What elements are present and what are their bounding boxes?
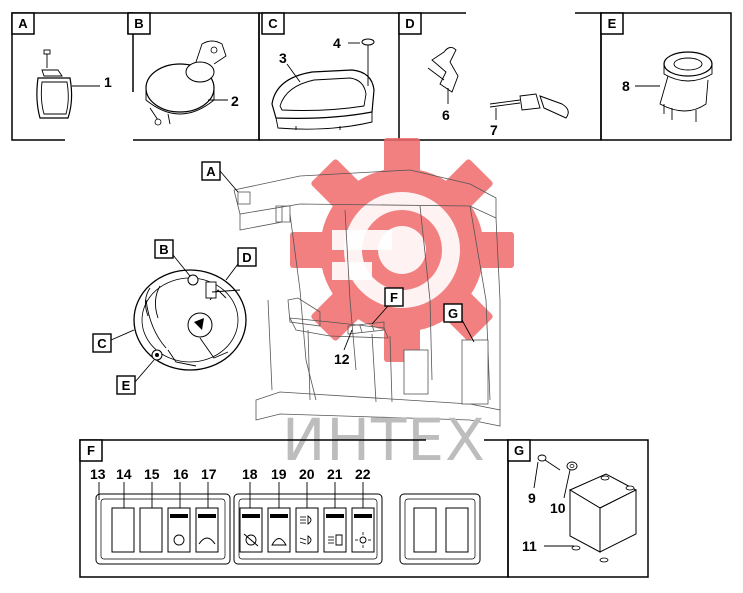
cab-marker-b: B (154, 239, 191, 277)
callout-15: 15 (144, 466, 160, 482)
panel-d-letter: D (405, 16, 414, 31)
svg-text:C: C (97, 336, 107, 351)
callout-6: 6 (442, 107, 450, 123)
callout-17: 17 (201, 466, 217, 482)
callout-18: 18 (242, 466, 258, 482)
panel-e-letter: E (608, 16, 617, 31)
callout-22: 22 (355, 466, 371, 482)
low-beam-icon (299, 535, 312, 545)
panel-a: A 1 (11, 12, 134, 141)
callout-7: 7 (490, 122, 498, 138)
svg-text:D: D (242, 250, 251, 265)
callout-20: 20 (299, 466, 315, 482)
watermark-gear-icon (290, 138, 514, 362)
bolt-icon (533, 454, 561, 489)
panel-b-letter: B (134, 16, 143, 31)
switch-21 (323, 507, 347, 553)
svg-text:F: F (390, 290, 398, 305)
callout-16: 16 (173, 466, 189, 482)
cab-marker-g: G (443, 303, 475, 343)
switch-14 (111, 507, 135, 553)
connector-clip-icon (427, 47, 459, 104)
control-unit-icon (544, 473, 638, 563)
steering-wheel-icon (133, 269, 247, 371)
panel-c-letter: C (268, 16, 278, 31)
socket-part-icon (635, 51, 713, 122)
cab-marker-a: A (201, 161, 239, 193)
ignition-switch-icon (145, 40, 228, 126)
callout-8: 8 (622, 78, 630, 94)
cab-marker-d: D (225, 247, 257, 281)
svg-text:G: G (448, 306, 458, 321)
callout-3: 3 (279, 50, 287, 66)
panel-f: F (79, 439, 509, 578)
callout-12: 12 (334, 351, 350, 367)
switch-22 (351, 507, 375, 553)
cab-marker-c: C (92, 329, 135, 353)
worklight-icon (328, 534, 343, 546)
switch-18 (239, 507, 263, 553)
mirror-part-icon (36, 49, 100, 119)
cab-marker-f: F (371, 287, 404, 325)
panel-g-letter: G (514, 443, 524, 458)
beacon-icon (355, 532, 371, 548)
panel-c: C 3 4 (258, 12, 400, 141)
switch-16 (167, 507, 191, 553)
callout-19: 19 (271, 466, 287, 482)
panel-a-letter: A (18, 16, 28, 31)
switch-19 (267, 507, 291, 553)
panel-f-letter: F (87, 443, 95, 458)
headlight-icon (300, 515, 312, 525)
panel-g: G 9 10 11 (507, 439, 649, 578)
fan-icon (173, 534, 185, 546)
svg-text:B: B (159, 242, 168, 257)
instrument-cluster-icon (271, 38, 375, 130)
callout-14: 14 (116, 466, 132, 482)
svg-text:E: E (122, 378, 131, 393)
switch-15 (139, 507, 163, 553)
no-fan-icon (243, 533, 259, 547)
switch-17 (195, 507, 219, 553)
panel-b: B 2 (127, 12, 260, 141)
washer-part-icon (563, 461, 578, 499)
washer-icon (271, 538, 287, 546)
cab-marker-e: E (116, 359, 155, 395)
callout-21: 21 (327, 466, 343, 482)
switch-20 (295, 507, 319, 553)
callout-11: 11 (522, 538, 537, 554)
callout-13: 13 (90, 466, 106, 482)
callout-10: 10 (550, 500, 566, 516)
svg-text:A: A (206, 164, 216, 179)
callout-2: 2 (231, 93, 239, 109)
sensor-probe-icon (489, 93, 569, 120)
callout-1: 1 (104, 74, 112, 90)
wiper-icon (198, 537, 216, 545)
panel-e: E 8 (600, 12, 732, 141)
panel-d: D 6 7 (398, 12, 602, 141)
cab-drawing (133, 169, 501, 427)
callout-9: 9 (528, 490, 536, 506)
callout-4: 4 (333, 35, 341, 51)
